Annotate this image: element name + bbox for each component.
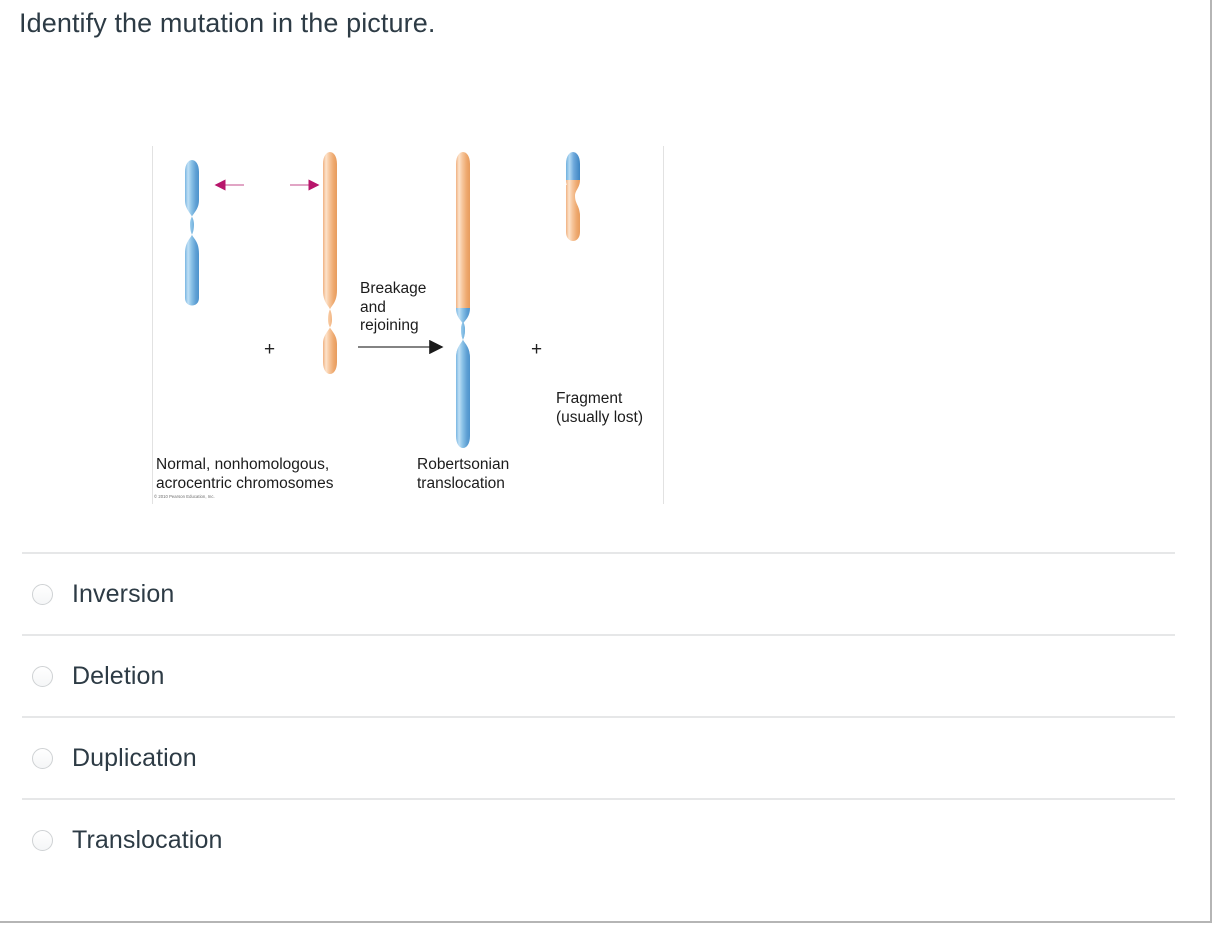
option-row-deletion[interactable]: Deletion xyxy=(22,634,1175,716)
robertsonian-translocation-chromosome xyxy=(456,152,470,448)
option-label-translocation: Translocation xyxy=(72,826,223,854)
figure-copyright: © 2010 Pearson Education, Inc. xyxy=(154,494,215,499)
chromosome-fragment xyxy=(566,152,580,241)
robertsonian-label: Robertsonian translocation xyxy=(417,456,597,493)
option-row-inversion[interactable]: Inversion xyxy=(22,552,1175,634)
option-hit-deletion[interactable]: Deletion xyxy=(22,636,1175,716)
option-label-inversion: Inversion xyxy=(72,580,175,608)
question-figure: + + Breakage and rejoining Normal, nonho… xyxy=(152,146,664,504)
option-label-duplication: Duplication xyxy=(72,744,197,772)
option-hit-inversion[interactable]: Inversion xyxy=(22,554,1175,634)
option-label-deletion: Deletion xyxy=(72,662,165,690)
normal-chromosomes-label: Normal, nonhomologous, acrocentric chrom… xyxy=(156,456,396,493)
plus-symbol-2: + xyxy=(531,339,543,360)
robertsonian-label-line1: Robertsonian xyxy=(417,456,510,473)
normal-label-line2: acrocentric chromosomes xyxy=(156,474,334,492)
radio-button-translocation[interactable] xyxy=(32,829,53,851)
option-row-duplication[interactable]: Duplication xyxy=(22,716,1175,798)
figure-border-right xyxy=(663,146,664,504)
figure-canvas: + + Breakage and rejoining Normal, nonho… xyxy=(152,146,664,504)
breakage-label: Breakage and rejoining xyxy=(360,280,460,336)
radio-button-inversion[interactable] xyxy=(32,583,53,605)
fragment-label: Fragment (usually lost) xyxy=(556,390,731,427)
breakage-label-line3: rejoining xyxy=(360,317,419,334)
option-hit-duplication[interactable]: Duplication xyxy=(22,718,1175,798)
option-hit-translocation[interactable]: Translocation xyxy=(22,800,1175,880)
breakage-label-line1: Breakage xyxy=(360,280,427,297)
robertsonian-label-line2: translocation xyxy=(417,474,505,492)
question-text: Identify the mutation in the picture. xyxy=(19,8,436,38)
fragment-label-line2: (usually lost) xyxy=(556,408,643,426)
radio-button-deletion[interactable] xyxy=(32,665,53,687)
plus-symbol-1: + xyxy=(264,339,276,360)
breakage-label-line2: and xyxy=(360,298,386,316)
orange-acrocentric-chromosome xyxy=(323,152,337,374)
blue-acrocentric-chromosome xyxy=(185,160,199,306)
figure-border-left xyxy=(152,146,153,504)
answer-options-list: Inversion Deletion Duplication Transloca… xyxy=(0,552,1212,880)
normal-label-line1: Normal, nonhomologous, xyxy=(156,456,330,473)
fragment-label-line1: Fragment xyxy=(556,390,623,407)
radio-button-duplication[interactable] xyxy=(32,747,53,769)
option-row-translocation[interactable]: Translocation xyxy=(22,798,1175,880)
quiz-question-card: Identify the mutation in the picture. xyxy=(0,0,1212,923)
chromosome-diagram-svg xyxy=(185,152,580,448)
